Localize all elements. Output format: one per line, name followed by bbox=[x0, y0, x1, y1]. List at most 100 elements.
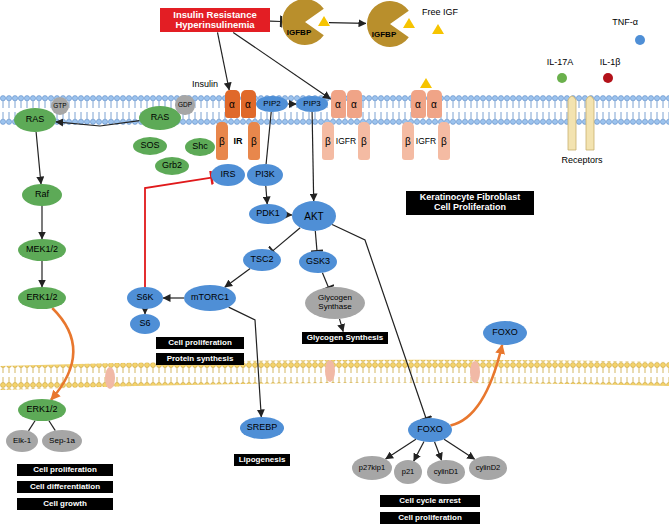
node-text: Keratinocyte Fibroblast Cell Proliferati… bbox=[411, 193, 529, 213]
node-text: β bbox=[405, 136, 411, 147]
node-text: β bbox=[361, 136, 367, 147]
protein-ellipse: RAS bbox=[14, 108, 56, 132]
outcome-box: Keratinocyte Fibroblast Cell Proliferati… bbox=[406, 191, 534, 215]
node-text: cylinD2 bbox=[476, 464, 501, 472]
protein-ellipse: SREBP bbox=[240, 417, 285, 439]
outcome-box: Cell proliferation bbox=[380, 512, 480, 525]
il1b-dot bbox=[603, 73, 613, 83]
inhibition-line bbox=[315, 231, 317, 251]
label-text: IR bbox=[234, 137, 243, 147]
activation-arrow bbox=[218, 32, 230, 90]
receptor-alpha: α bbox=[427, 90, 442, 118]
activation-arrow bbox=[414, 442, 424, 462]
node-text: α bbox=[245, 99, 251, 110]
protein-ellipse: FOXO bbox=[483, 321, 527, 345]
activation-arrow bbox=[450, 345, 502, 426]
activation-arrow bbox=[36, 132, 41, 184]
cytokine-label: TNF-α bbox=[612, 17, 638, 28]
ligand-label: Free IGF bbox=[422, 7, 458, 18]
condition-box: Insulin Resistance Hyperinsulinemia bbox=[160, 8, 270, 33]
inhibition-line bbox=[145, 178, 212, 287]
node-text: RAS bbox=[26, 115, 45, 125]
node-text: S6 bbox=[139, 319, 150, 329]
receptor-beta: β bbox=[438, 122, 450, 160]
activation-arrow bbox=[266, 112, 271, 164]
factor-ellipse: p27kip1 bbox=[352, 456, 392, 480]
node-text: SREBP bbox=[247, 423, 278, 433]
receptor-alpha: α bbox=[225, 90, 240, 118]
node-text: Cell growth bbox=[43, 500, 87, 509]
lipid-ellipse: PIP2 bbox=[256, 96, 287, 112]
activation-arrow bbox=[288, 103, 297, 104]
receptor-beta: β bbox=[322, 122, 334, 160]
node-text: Elk-1 bbox=[13, 437, 31, 446]
activation-arrow bbox=[266, 186, 267, 204]
node-text: S6K bbox=[136, 293, 153, 303]
node-text: β bbox=[325, 136, 331, 147]
activation-arrow bbox=[386, 439, 416, 459]
node-text: Shc bbox=[192, 142, 208, 152]
cytokine-label: IL-17A bbox=[547, 57, 574, 68]
factor-ellipse: cylinD2 bbox=[469, 456, 508, 480]
label-text: Receptors bbox=[561, 156, 602, 166]
protein-ellipse: FOXO bbox=[408, 418, 452, 442]
activation-arrow bbox=[41, 206, 42, 239]
activation-arrow bbox=[56, 121, 140, 126]
cytokine-receptor bbox=[586, 96, 594, 150]
nuclear-pore bbox=[470, 361, 480, 383]
outcome-box: Protein synthesis bbox=[156, 353, 244, 366]
node-text: α bbox=[415, 99, 421, 110]
igf-molecule bbox=[318, 16, 330, 26]
node-text: Lipogenesis bbox=[239, 456, 286, 465]
node-text: α bbox=[351, 99, 357, 110]
node-text: IGFBP bbox=[284, 29, 314, 38]
activation-arrow bbox=[340, 319, 344, 332]
receptor-label: IR bbox=[234, 136, 243, 147]
node-text: Grb2 bbox=[162, 161, 182, 171]
igf-molecule bbox=[432, 24, 444, 34]
igfbp-protein: IGFBP bbox=[281, 0, 329, 46]
node-text: Sep-1a bbox=[49, 437, 75, 446]
node-text: Raf bbox=[35, 190, 49, 200]
tnf-dot bbox=[635, 35, 645, 45]
label-text: IL-17A bbox=[547, 58, 574, 68]
receptor-beta: β bbox=[358, 122, 370, 160]
protein-ellipse: PDK1 bbox=[249, 204, 287, 224]
receptor-alpha: α bbox=[331, 90, 346, 118]
activation-arrow bbox=[329, 22, 366, 24]
node-text: TSC2 bbox=[250, 255, 273, 265]
node-text: ERK1/2 bbox=[26, 405, 57, 415]
node-text: β bbox=[251, 136, 257, 147]
pacman-outline bbox=[282, 0, 324, 45]
pacman-shape bbox=[366, 0, 414, 48]
receptor-label: IGFR bbox=[336, 136, 356, 146]
inhibition-line bbox=[270, 21, 281, 22]
lipid-ellipse: PIP3 bbox=[296, 96, 327, 112]
outcome-box: Glycogen Synthesis bbox=[302, 332, 388, 345]
outcome-box: Cell differentiation bbox=[17, 481, 113, 494]
activation-arrow bbox=[49, 421, 56, 431]
protein-ellipse: Raf bbox=[22, 184, 62, 206]
label-text: TNF-α bbox=[612, 18, 638, 28]
node-text: Glycogen Synthase bbox=[312, 294, 358, 312]
protein-ellipse: RAS bbox=[139, 106, 181, 130]
node-text: PDK1 bbox=[256, 209, 280, 219]
node-text: SOS bbox=[140, 141, 159, 151]
receptor-alpha: α bbox=[411, 90, 426, 118]
node-text: GDP bbox=[178, 101, 192, 108]
node-text: RAS bbox=[151, 113, 170, 123]
pacman-shape bbox=[281, 0, 329, 46]
protein-ellipse: mTORC1 bbox=[184, 285, 236, 311]
activation-arrow bbox=[233, 32, 330, 99]
receptor-alpha: α bbox=[347, 90, 362, 118]
ligand-label: Insulin bbox=[192, 79, 218, 90]
protein-ellipse: PI3K bbox=[247, 164, 283, 186]
node-text: Cell cycle arrest bbox=[399, 497, 460, 506]
pacman-outline bbox=[367, 1, 409, 47]
node-text: mTORC1 bbox=[191, 293, 229, 303]
nucleotide-circle: GDP bbox=[175, 95, 194, 114]
node-text: α bbox=[431, 99, 437, 110]
activation-arrow bbox=[312, 112, 314, 201]
outcome-box: Cell proliferation bbox=[17, 464, 113, 477]
